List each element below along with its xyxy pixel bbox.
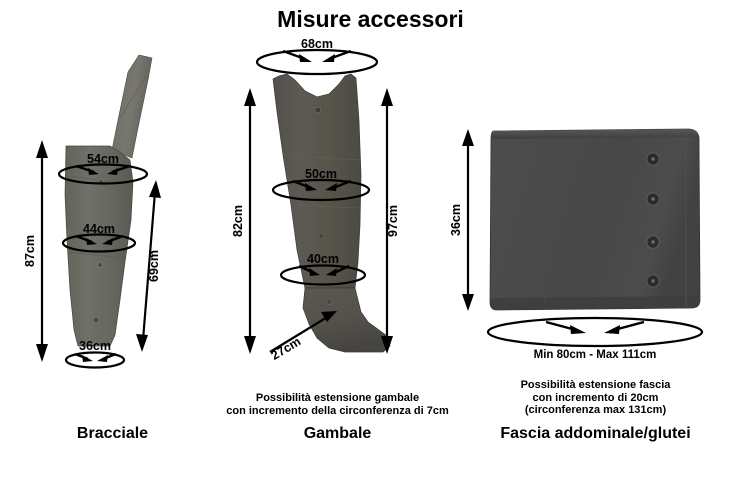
measure-50cm: 50cm [271,167,371,202]
belt-body [489,128,701,311]
caption-line: Possibilità estensione gambale [255,392,420,404]
fascia-illustration: 36cm Min 80cm - Max 111cm [450,128,704,361]
product-label-fascia: Fascia addominale/glutei [500,425,691,442]
snap-button [93,317,99,323]
measure-36cm: 36cm [450,129,474,311]
arm-body [64,145,134,347]
label-arm-mid-circumference: 44cm [83,222,115,236]
measure-36cm: 36cm [64,339,126,369]
caption-line: con incremento della circonferenza di 7c… [226,404,449,417]
arm-strap [111,54,153,159]
figure-bracciale: 54cm 44cm 36cm [0,0,225,490]
caption-line: (circonferenza max 131cm) [524,404,667,416]
snap-button [100,225,107,232]
caption-gambale: Possibilità estensione gambale con incre… [225,392,450,417]
caption-line: con incremento di 20cm [532,391,659,404]
label-arm-bottom-circumference: 36cm [79,339,111,353]
product-label-gambale: Gambale [303,425,372,442]
snap-button [97,261,104,268]
figure-gambale: 68cm 50cm 40cm [225,0,450,490]
measure-97cm: 97cm [381,88,400,354]
measure-68cm: 68cm [255,37,379,76]
page-title: Misure accessori [277,6,464,32]
label-leg-right-length: 97cm [386,205,400,237]
label-arm-full-length: 87cm [23,235,37,267]
measure-44cm: 44cm [61,222,137,253]
label-leg-left-length: 82cm [231,205,245,237]
caption-line: Possibilità estensione fascia [520,379,671,391]
bracciale-illustration: 54cm 44cm 36cm [23,54,161,369]
product-label-bracciale: Bracciale [76,425,149,442]
label-belt-height: 36cm [450,204,463,236]
snap-button [326,299,332,305]
label-arm-side-length: 69cm [147,250,161,282]
caption-fascia: Possibilità estensione fascia con increm… [450,379,741,417]
leg-foot [302,287,391,353]
measure-54cm: 54cm [57,152,149,185]
label-leg-foot-length: 27cm [269,334,304,362]
label-leg-ankle-circumference: 40cm [307,252,339,266]
gambale-illustration: 68cm 50cm 40cm [231,37,400,363]
figure-fascia: 36cm Min 80cm - Max 111cm Possibilità es… [450,0,741,490]
measure-82cm: 82cm [231,88,256,354]
label-arm-top-circumference: 54cm [87,152,119,166]
measure-40cm: 40cm [279,252,367,286]
label-leg-mid-circumference: 50cm [305,167,337,181]
label-leg-top-circumference: 68cm [301,37,333,51]
snap-button [318,233,324,239]
measure-69cm: 69cm [136,180,161,352]
snap-button [314,106,322,114]
label-belt-width-range: Min 80cm - Max 111cm [534,349,657,361]
measure-87cm: 87cm [23,140,48,362]
snap-button-column [646,152,660,288]
measure-width-range [486,316,704,348]
